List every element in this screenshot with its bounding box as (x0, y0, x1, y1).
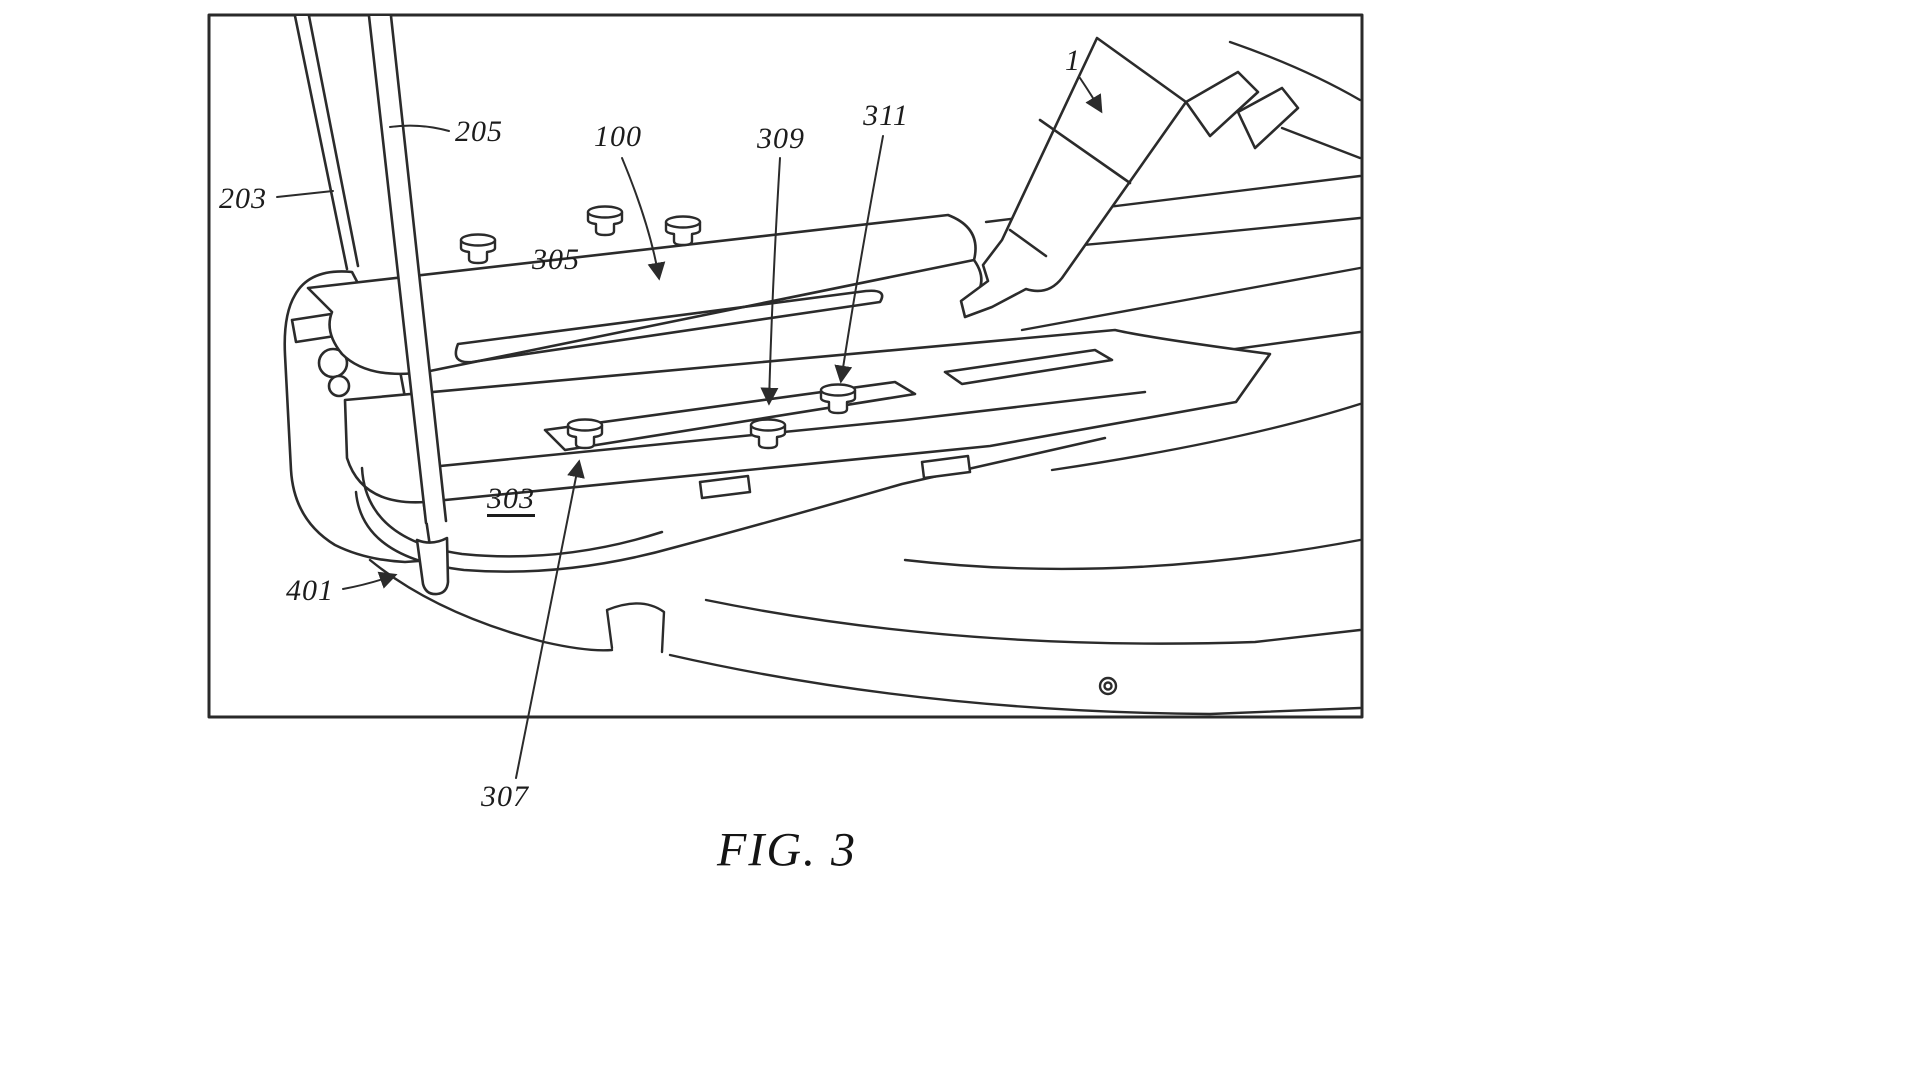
leader-309 (760, 157, 781, 406)
figure-caption: FIG. 3 (717, 823, 857, 877)
ref-label-205: 205 (455, 115, 503, 148)
hull-lines (368, 402, 1362, 716)
tool-nozzle (959, 36, 1300, 319)
leader-401 (342, 571, 398, 590)
ref-label-311: 311 (863, 99, 909, 132)
leader-100 (621, 157, 666, 281)
ref-label-203: 203 (219, 182, 267, 215)
leader-205 (389, 124, 450, 132)
ref-label-1: 1 (1065, 44, 1081, 77)
support-rods (293, 14, 450, 596)
leader-1 (1079, 77, 1103, 114)
ref-label-303: 303 (487, 482, 535, 515)
leader-203 (276, 190, 334, 198)
upper-blade-panel (306, 213, 983, 376)
ref-label-100: 100 (594, 120, 642, 153)
leader-311 (834, 135, 884, 384)
rod-foot-cylinder (415, 536, 450, 596)
ref-label-401: 401 (286, 574, 334, 607)
lower-platform (354, 390, 1147, 573)
ref-label-307: 307 (481, 780, 529, 813)
ref-label-309: 309 (757, 122, 805, 155)
ref-label-305: 305 (532, 243, 580, 276)
leader-lines (276, 77, 1103, 779)
leader-307 (515, 459, 585, 779)
